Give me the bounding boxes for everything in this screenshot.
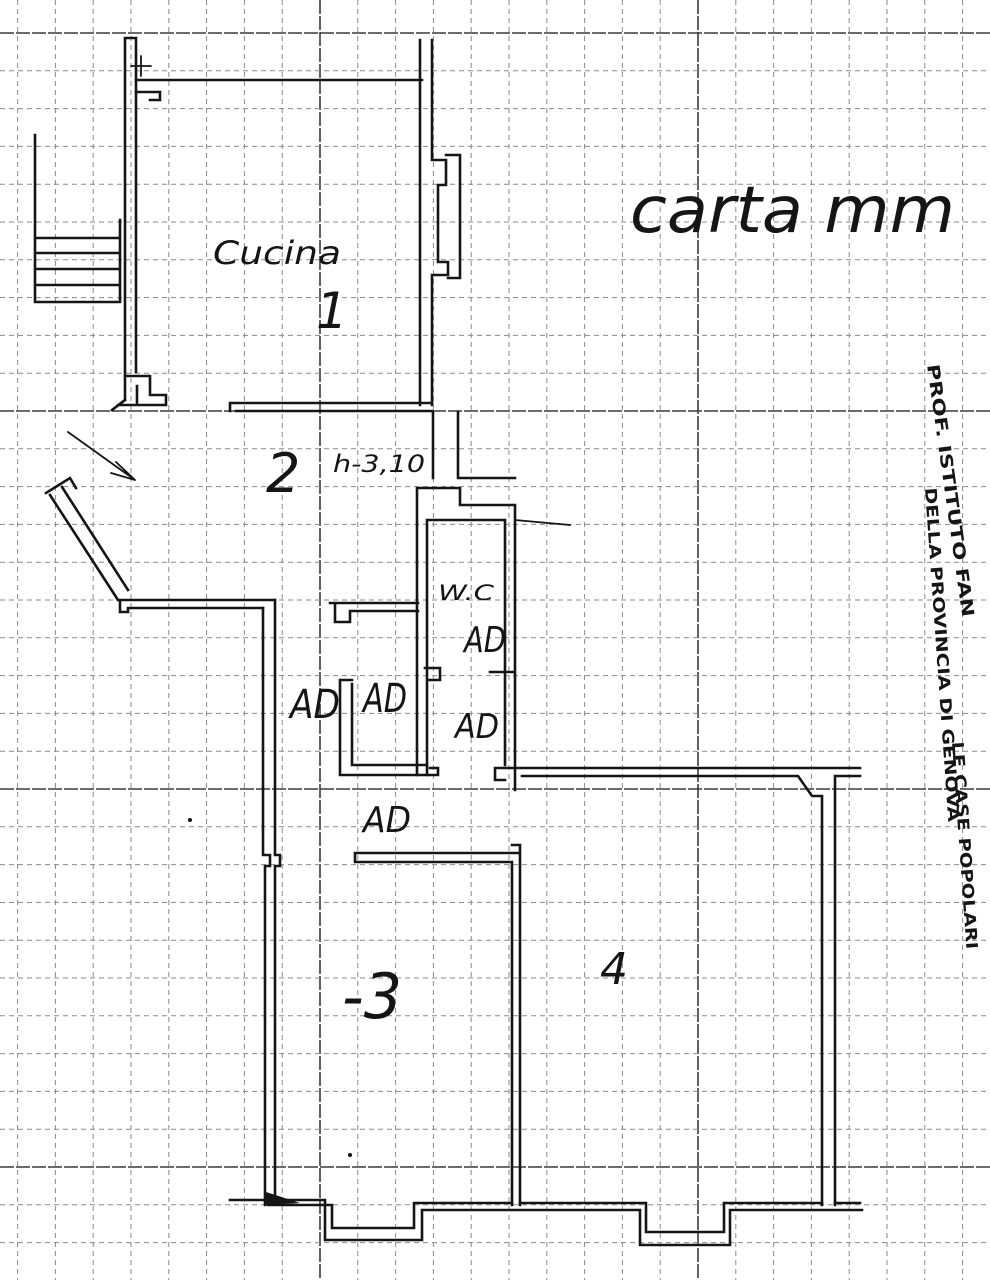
diagonal-wall [44,476,130,602]
closet-walls [328,601,440,777]
wc-walls [415,486,517,792]
corridor-walls [118,410,517,1207]
central-pillar-wall [431,410,517,480]
paper-note: carta mm [630,174,955,248]
kitchen-right-wall [418,38,462,407]
south-wall-outer [228,1198,864,1247]
room-3-4-divider [353,843,522,1207]
ink-dot [188,818,192,822]
west-wall [261,598,282,1207]
kitchen-door-mark [130,55,152,77]
room-1-number: 1 [316,282,348,340]
room-4-number: 4 [600,944,628,995]
ad-label-corridor: AD [287,682,340,728]
ceiling-height-label: h-3,10 [333,450,425,478]
entry-arrow [67,431,136,481]
corridor-north-wall [118,598,277,614]
south-west-corner-fill [266,1192,300,1205]
kitchen-left-wall [123,36,138,402]
room-3-number: -3 [342,960,402,1033]
kitchen-top-wall [134,78,424,102]
kitchen-label: Cucina [213,234,341,272]
kitchen-bottom-wall [228,401,434,413]
staircase [33,133,122,304]
wc-door-line [514,519,571,526]
ad-label-wc: AD [462,620,506,661]
room-2-number: 2 [266,442,300,505]
east-walls [493,766,862,1207]
ad-label-below-wc: AD [453,707,499,747]
kitchen-walls [110,36,462,413]
south-wall-inner [266,1201,862,1234]
kitchen-bottom-left-corner [110,374,168,412]
ink-dot [348,1153,352,1157]
wc-label: W.C [438,581,494,605]
ad-label-closet: AD [361,676,407,722]
ad-label-passage: AD [361,800,411,841]
